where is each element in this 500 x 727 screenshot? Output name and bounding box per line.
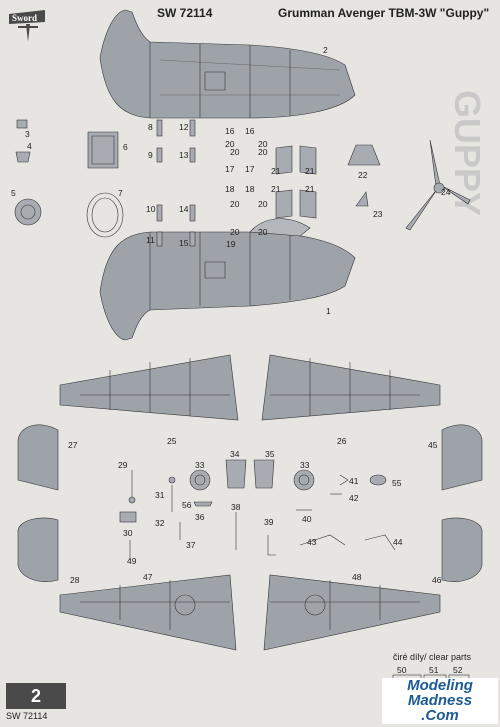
part-callout: 8	[148, 122, 153, 132]
part-callout: 44	[393, 537, 403, 547]
part-callout: 52	[453, 665, 463, 675]
part-callout: 10	[146, 204, 156, 214]
watermark-logo: Modeling Madness .Com	[382, 678, 498, 724]
part-callout: 12	[179, 122, 189, 132]
part-callout: 21	[271, 184, 281, 194]
part-callout: 20	[230, 147, 240, 157]
clear-parts-label: čiré díly/ clear parts	[393, 652, 472, 662]
part-callout: 37	[186, 540, 196, 550]
part-callout: 29	[118, 460, 128, 470]
part-callout: 20	[258, 199, 268, 209]
part-callout: 2	[323, 45, 328, 55]
part-callout: 16	[225, 126, 235, 136]
outer-wing-panels	[17, 424, 483, 582]
showthrough-text: GUPPY	[447, 90, 488, 216]
part-callout: 21	[305, 184, 315, 194]
part-callout: 32	[155, 518, 165, 528]
small-parts	[14, 119, 471, 247]
part-callout: 20	[230, 199, 240, 209]
part-callout: 33	[195, 460, 205, 470]
part-callout: 20	[258, 139, 268, 149]
part-callout: 45	[428, 440, 438, 450]
part-callout: 39	[264, 517, 274, 527]
part-callout: 56	[182, 500, 192, 510]
fuselage-half-upper	[99, 9, 356, 119]
part-callout: 35	[265, 449, 275, 459]
part-callout: 14	[179, 204, 189, 214]
part-callout: 50	[397, 665, 407, 675]
part-callout: 33	[300, 460, 310, 470]
part-callout: 23	[373, 209, 383, 219]
part-callout: 15	[179, 238, 189, 248]
part-callout: 11	[146, 235, 155, 245]
part-callout: 24	[441, 187, 451, 197]
part-callout: 22	[358, 170, 368, 180]
watermark-line: .Com	[421, 707, 459, 724]
header-kit-code: SW 72114	[157, 6, 213, 20]
part-callout: 49	[127, 556, 137, 566]
part-callout: 13	[179, 150, 189, 160]
part-callout: 9	[148, 150, 153, 160]
part-callout: 38	[231, 502, 241, 512]
part-callout: 18	[225, 184, 235, 194]
part-callout: 42	[349, 493, 359, 503]
part-callout: 17	[225, 164, 235, 174]
wing-upper-right	[261, 354, 441, 421]
part-callout: 21	[305, 166, 315, 176]
part-callout: 46	[432, 575, 442, 585]
part-callout: 1	[326, 306, 331, 316]
part-callout: 30	[123, 528, 133, 538]
part-callout: 16	[245, 126, 255, 136]
part-callout: 51	[429, 665, 439, 675]
page-number: 2	[6, 683, 66, 709]
header-title: Grumman Avenger TBM-3W "Guppy"	[278, 6, 490, 20]
part-callout: 40	[302, 514, 312, 524]
logo-lettering: Sword	[12, 13, 37, 23]
part-callout: 5	[11, 188, 16, 198]
watermark-line: Madness	[407, 692, 473, 709]
wing-lower-right	[263, 574, 441, 651]
part-callout: 36	[195, 512, 205, 522]
part-callout: 26	[337, 436, 347, 446]
footer-kit-code: SW 72114	[6, 711, 48, 721]
part-callout: 20	[258, 147, 268, 157]
part-callout: 19	[226, 239, 236, 249]
part-callout: 4	[27, 141, 32, 151]
part-callout: 21	[271, 166, 281, 176]
part-callout: 27	[68, 440, 78, 450]
part-callout: 47	[143, 572, 153, 582]
part-callout: 6	[123, 142, 128, 152]
part-callout: 31	[155, 490, 165, 500]
watermark-line: Modeling	[407, 677, 473, 694]
wing-lower-left	[59, 574, 237, 651]
part-callout: 3	[25, 129, 30, 139]
part-callout: 43	[307, 537, 317, 547]
part-callout: 7	[118, 188, 123, 198]
part-callout: 18	[245, 184, 255, 194]
sword-logo: Sword	[9, 10, 45, 42]
wing-upper-left	[59, 354, 239, 421]
gear-parts	[119, 459, 396, 560]
part-callout: 48	[352, 572, 362, 582]
fuselage-half-lower	[99, 218, 356, 341]
part-callout: 20	[230, 227, 240, 237]
part-callout: 34	[230, 449, 240, 459]
part-callout: 41	[349, 476, 359, 486]
part-callout: 20	[225, 139, 235, 149]
part-callout: 20	[258, 227, 268, 237]
part-callout: 28	[70, 575, 80, 585]
part-callout: 17	[245, 164, 255, 174]
part-callout: 55	[392, 478, 402, 488]
part-callout: 25	[167, 436, 177, 446]
